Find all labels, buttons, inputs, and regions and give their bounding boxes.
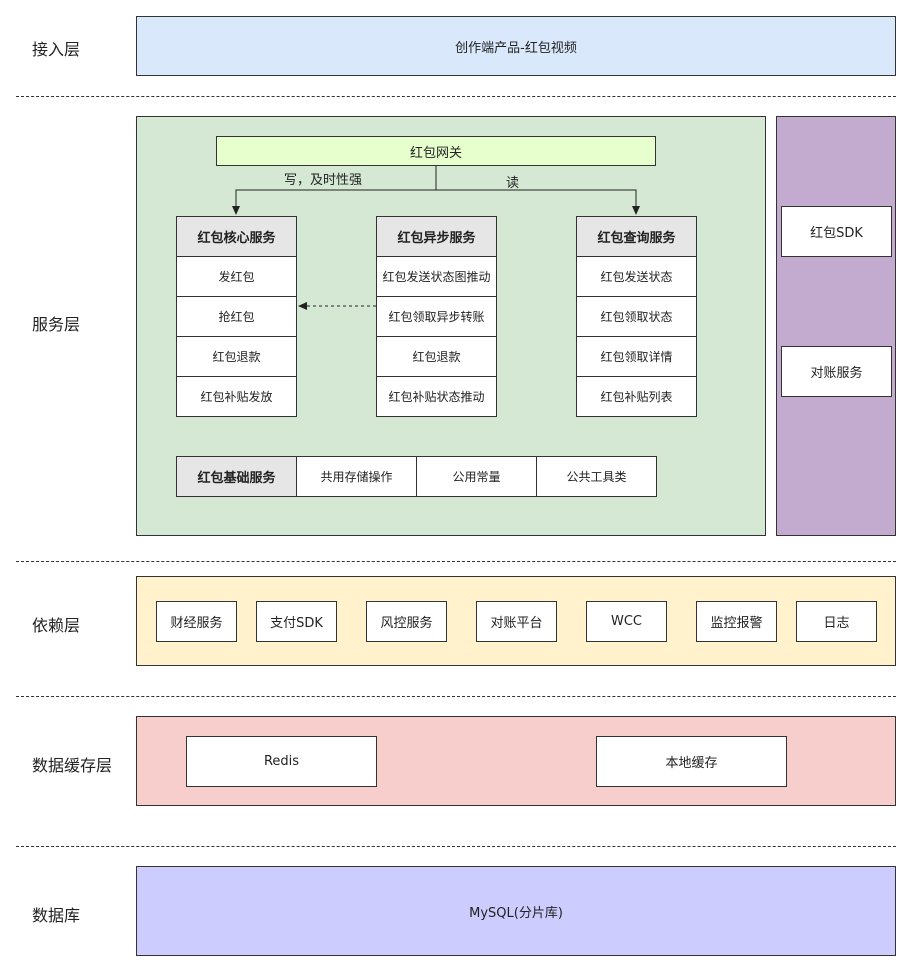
dependency-item: 风控服务	[366, 601, 447, 642]
base-service-item: 公用常量	[416, 456, 537, 497]
cache-layer-label: 数据缓存层	[32, 756, 113, 775]
write-edge-label: 写，及时性强	[284, 173, 363, 188]
core-service-item: 发红包	[176, 256, 297, 297]
service-layer-label: 服务层	[32, 315, 81, 334]
query-service-item: 红包发送状态	[576, 256, 697, 297]
separator	[16, 846, 896, 847]
access-layer-label: 接入层	[32, 40, 81, 59]
dependency-item: 财经服务	[156, 601, 237, 642]
query-service-item: 红包补贴列表	[576, 376, 697, 417]
dependency-item: 对账平台	[476, 601, 557, 642]
separator	[16, 561, 896, 562]
service-side-band	[776, 116, 896, 536]
side-box-sdk: 红包SDK	[781, 206, 892, 257]
core-service-title: 红包核心服务	[176, 216, 297, 257]
core-service-item: 红包退款	[176, 336, 297, 377]
separator	[16, 96, 896, 97]
separator	[16, 696, 896, 697]
gateway-label: 红包网关	[409, 145, 462, 161]
async-service-item: 红包补贴状态推动	[376, 376, 497, 417]
db-layer-content: MySQL(分片库)	[469, 905, 563, 921]
async-service-item: 红包退款	[376, 336, 497, 377]
cache-item-local: 本地缓存	[596, 736, 787, 787]
dependency-item: 支付SDK	[256, 601, 337, 642]
access-layer-band: 创作端产品-红包视频	[136, 16, 896, 76]
db-layer-band: MySQL(分片库)	[136, 866, 896, 956]
query-service-item: 红包领取详情	[576, 336, 697, 377]
async-service-item: 红包发送状态图推动	[376, 256, 497, 297]
read-edge-label: 读	[506, 176, 520, 191]
async-service-title: 红包异步服务	[376, 216, 497, 257]
dependency-item: 监控报警	[696, 601, 777, 642]
base-service-title: 红包基础服务	[176, 456, 297, 497]
base-service-item: 共用存储操作	[296, 456, 417, 497]
access-layer-content: 创作端产品-红包视频	[455, 40, 577, 56]
dependency-item: WCC	[586, 601, 667, 642]
dependency-item: 日志	[796, 601, 877, 642]
db-layer-label: 数据库	[32, 906, 81, 925]
gateway-box: 红包网关	[216, 136, 656, 166]
core-service-item: 抢红包	[176, 296, 297, 337]
query-service-item: 红包领取状态	[576, 296, 697, 337]
core-service-item: 红包补贴发放	[176, 376, 297, 417]
cache-item-redis: Redis	[186, 736, 377, 787]
dependency-layer-label: 依赖层	[32, 616, 81, 635]
base-service-item: 公共工具类	[536, 456, 657, 497]
query-service-title: 红包查询服务	[576, 216, 697, 257]
async-service-item: 红包领取异步转账	[376, 296, 497, 337]
side-box-reconcile: 对账服务	[781, 346, 892, 397]
